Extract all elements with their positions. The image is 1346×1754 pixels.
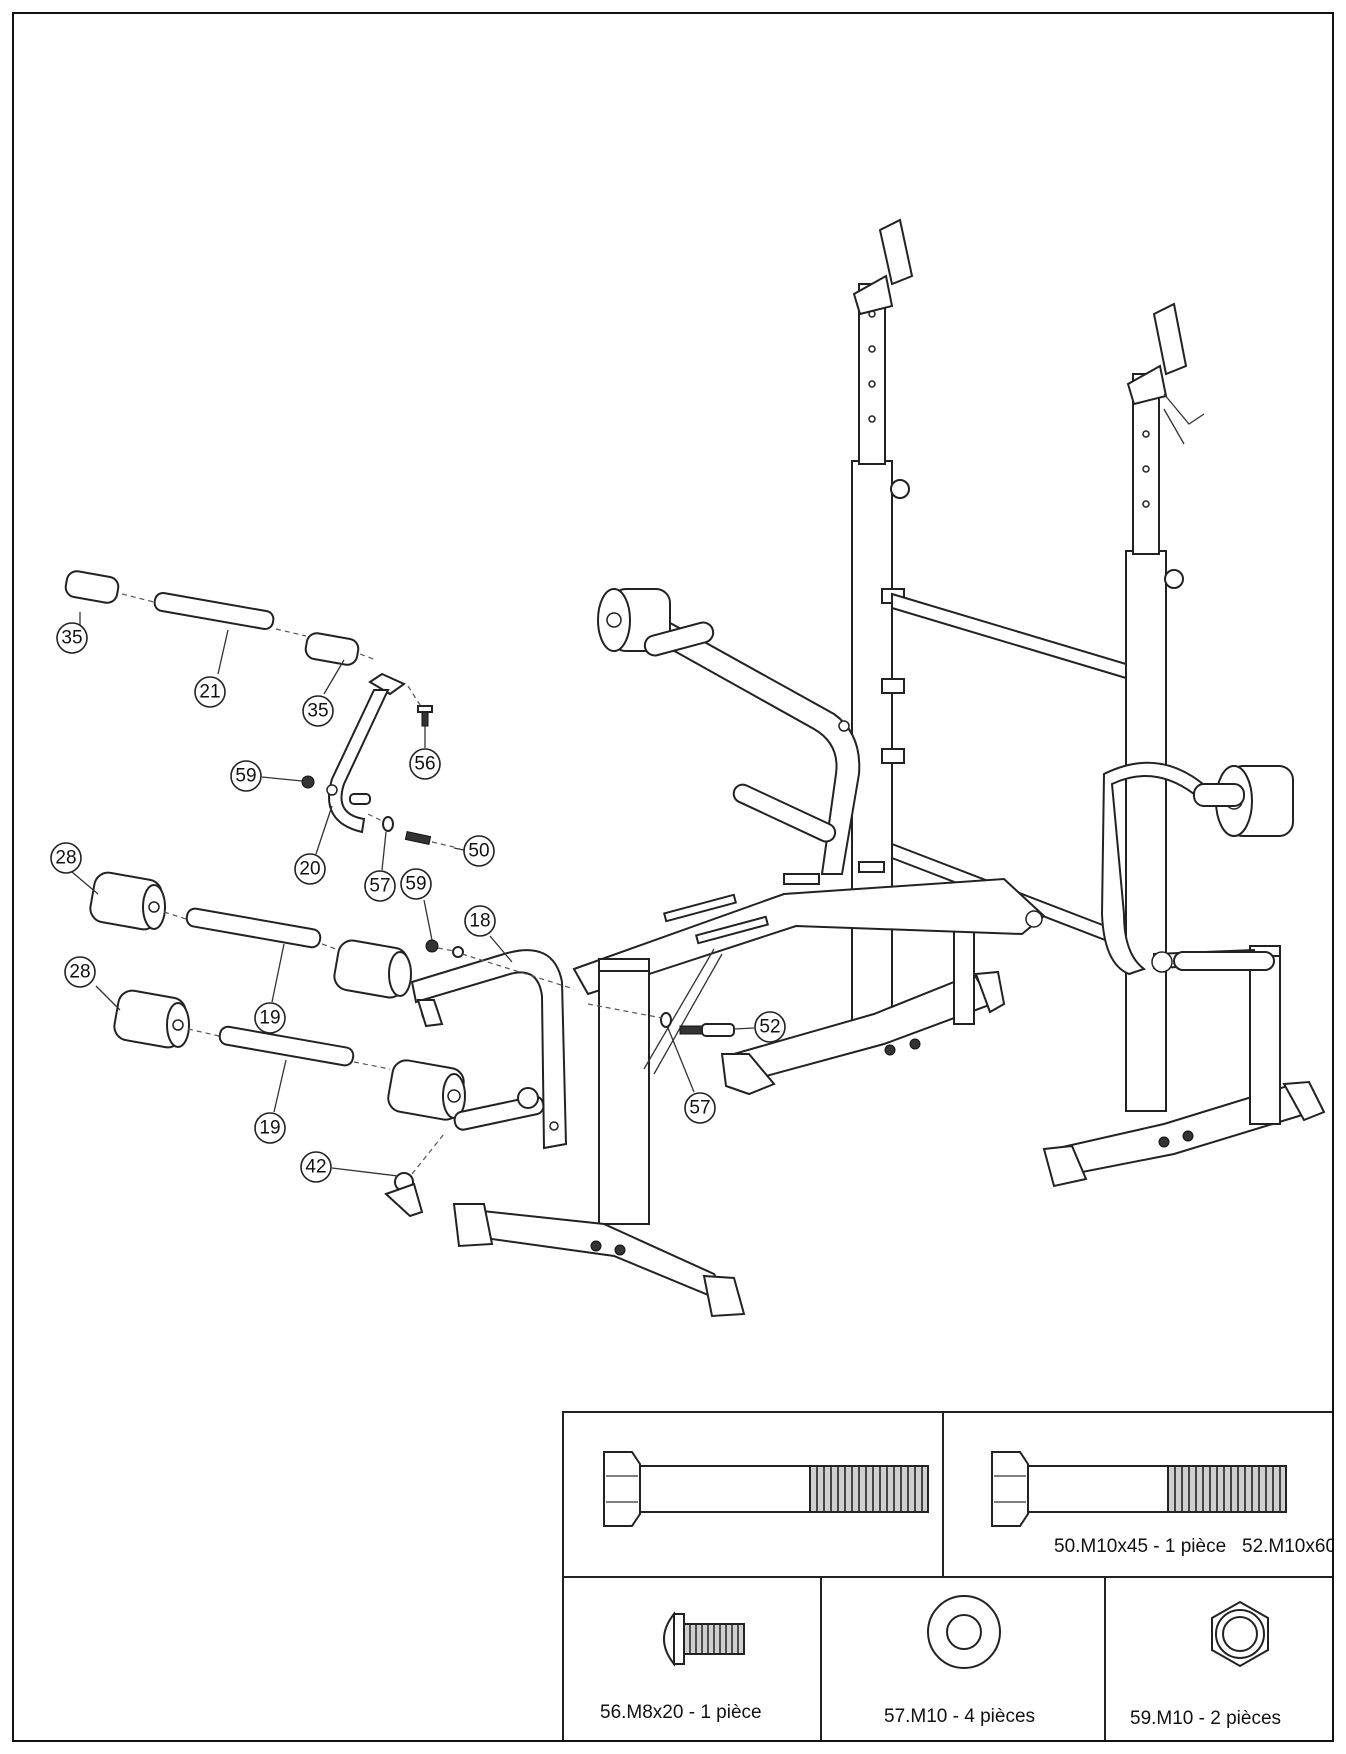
svg-text:21: 21: [199, 682, 220, 703]
bench-rack-frame: [452, 218, 1326, 1318]
washer-drawing: [927, 1595, 1001, 1669]
svg-text:28: 28: [55, 848, 76, 869]
hardware-label-washer-57: 57.M10 - 4 pièces: [884, 1706, 1035, 1727]
callout-21: 21: [194, 629, 229, 708]
svg-text:35: 35: [307, 701, 328, 722]
callout-59-a: 59: [230, 760, 262, 792]
callout-50: 50: [453, 835, 495, 867]
svg-text:52: 52: [759, 1017, 780, 1038]
svg-text:42: 42: [305, 1157, 326, 1178]
screw-drawing: [663, 1611, 745, 1667]
svg-text:28: 28: [69, 962, 90, 983]
svg-text:59: 59: [405, 874, 426, 895]
callout-57-b: 57: [667, 1027, 716, 1124]
hardware-cell-screw-56: [562, 1576, 822, 1740]
svg-text:35: 35: [61, 628, 82, 649]
callout-19-b: 19: [254, 1059, 287, 1144]
callout-20: 20: [294, 805, 333, 885]
svg-text:19: 19: [259, 1118, 280, 1139]
svg-text:20: 20: [299, 859, 320, 880]
hardware-cell-nut-59: [1104, 1576, 1332, 1740]
callout-56: 56: [409, 726, 441, 780]
bolt-drawing-left: [603, 1451, 929, 1527]
svg-text:50: 50: [468, 841, 489, 862]
assembly-frame: 35 21 35 56 59 20 50 28: [12, 12, 1334, 1742]
svg-text:57: 57: [369, 876, 390, 897]
hardware-label-nut-59: 59.M10 - 2 pièces: [1130, 1708, 1281, 1729]
bolt-drawing-right: [991, 1451, 1287, 1527]
svg-text:19: 19: [259, 1008, 280, 1029]
callout-28-a: 28: [50, 842, 99, 895]
hardware-label-bolt-52: 52.M10x60: [1242, 1536, 1334, 1557]
hardware-label-bolt-50: 50.M10x45 - 1 pièce: [1054, 1536, 1226, 1557]
hardware-label-screw-56: 56.M8x20 - 1 pièce: [600, 1702, 762, 1723]
callout-59-b: 59: [400, 868, 433, 941]
exploded-parts: [64, 570, 735, 1218]
callout-19-a: 19: [254, 943, 286, 1034]
exploded-assembly-drawing: 35 21 35 56 59 20 50 28: [50, 218, 1334, 1740]
callout-35-a: 35: [56, 612, 88, 654]
callout-18: 18: [464, 905, 513, 963]
svg-text:56: 56: [414, 754, 435, 775]
callout-57-a: 57: [364, 831, 396, 902]
callout-42: 42: [300, 1151, 399, 1183]
nut-drawing: [1211, 1600, 1269, 1668]
callout-28-b: 28: [64, 956, 121, 1011]
svg-text:18: 18: [469, 911, 490, 932]
svg-text:59: 59: [235, 766, 256, 787]
svg-text:57: 57: [689, 1098, 710, 1119]
callout-52: 52: [733, 1011, 786, 1043]
callout-35-b: 35: [302, 659, 345, 727]
part-callouts: 35 21 35 56 59 20 50 28: [50, 612, 786, 1183]
hardware-table: 50.M10x45 - 1 pièce 52.M10x60 56.M8x20 -…: [562, 1411, 1334, 1740]
